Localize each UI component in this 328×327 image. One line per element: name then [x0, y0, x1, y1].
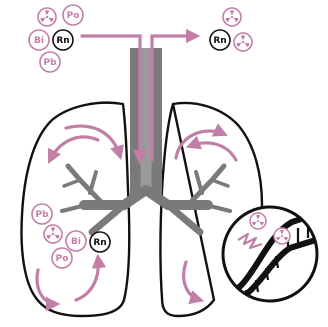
- element-badge-rn: Rn: [90, 232, 110, 252]
- element-badge-rn: Rn: [210, 30, 230, 50]
- left-upper-circulation-arrow: [50, 137, 98, 160]
- dna-damage-callout: [222, 207, 322, 306]
- svg-text:Rn: Rn: [93, 238, 106, 248]
- radioactive-trefoil-icon: [223, 8, 241, 26]
- radioactive-trefoil-icon: [274, 228, 290, 244]
- element-badge-bi: Bi: [29, 30, 49, 50]
- radioactive-trefoil-icon: [234, 33, 252, 51]
- svg-text:Rn: Rn: [213, 36, 226, 46]
- trachea: [130, 48, 162, 196]
- radioactive-trefoil-icon: [44, 225, 62, 243]
- right-upper-return-arrow: [190, 143, 236, 160]
- left-upper-return-arrow: [66, 126, 120, 156]
- svg-text:Pb: Pb: [43, 58, 57, 68]
- svg-text:Bi: Bi: [71, 237, 81, 247]
- element-badge-rn: Rn: [53, 30, 73, 50]
- element-badge-pb: Pb: [32, 204, 52, 224]
- radioactive-trefoil-icon: [250, 213, 266, 229]
- svg-text:Po: Po: [67, 11, 80, 21]
- element-badge-po: Po: [63, 5, 83, 25]
- element-badge-po: Po: [52, 248, 72, 268]
- svg-text:Po: Po: [56, 254, 69, 264]
- left-lower-return-arrow: [76, 258, 98, 300]
- svg-text:Rn: Rn: [56, 36, 69, 46]
- element-badge-pb: Pb: [40, 52, 60, 72]
- radioactive-trefoil-icon: [38, 8, 56, 26]
- svg-text:Bi: Bi: [34, 36, 44, 46]
- right-lower-arrow: [184, 262, 200, 300]
- element-badge-bi: Bi: [66, 231, 86, 251]
- svg-text:Pb: Pb: [35, 210, 49, 220]
- left-lower-arrow: [37, 270, 56, 304]
